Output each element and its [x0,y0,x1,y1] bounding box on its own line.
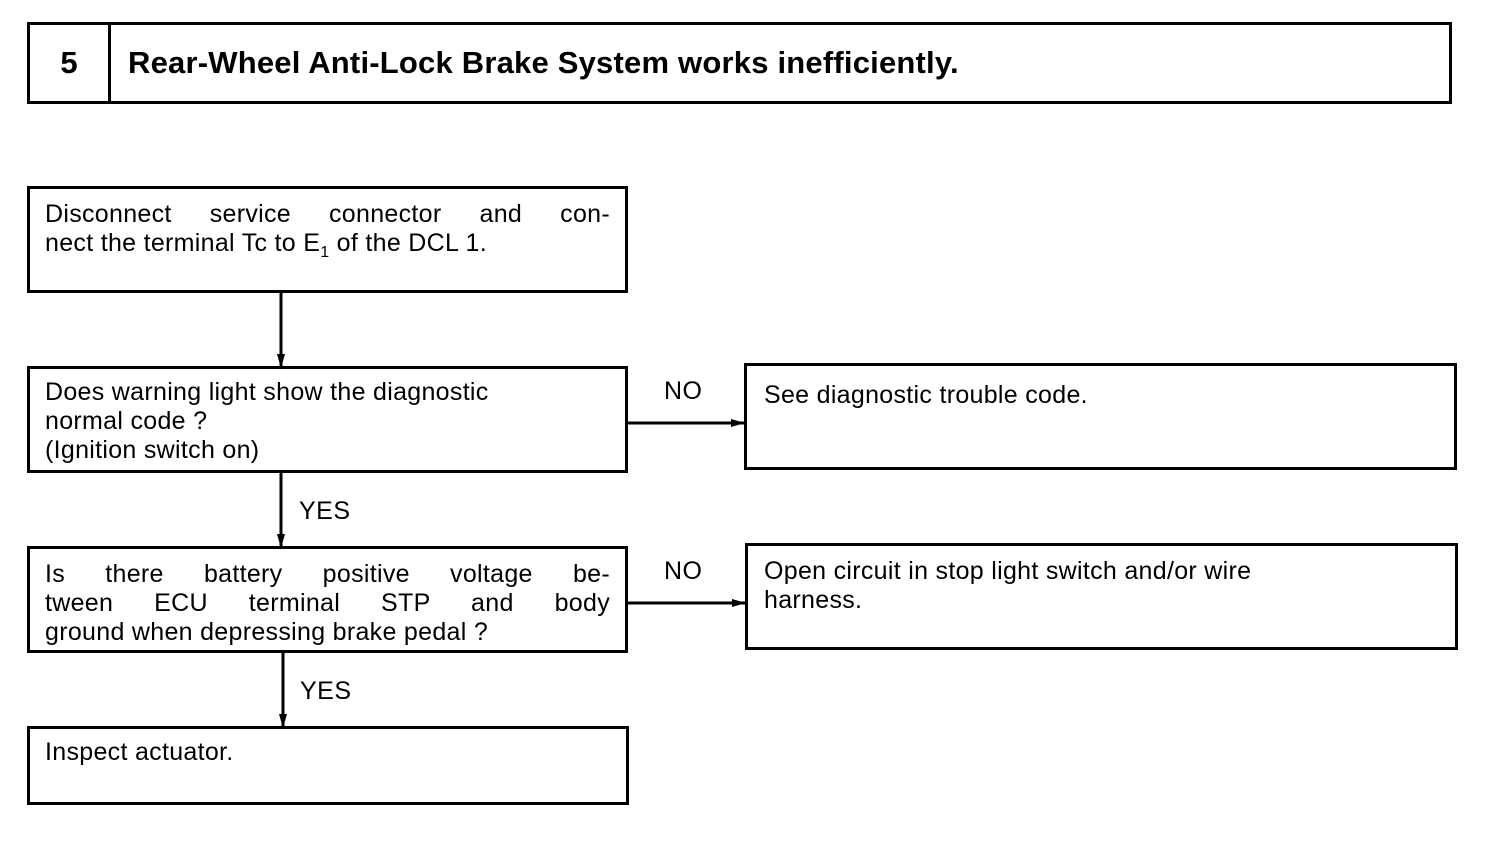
result-see-trouble-code: See diagnostic trouble code. [744,363,1457,470]
step1-line1: Disconnect service connector and con- [45,200,610,228]
label-yes-step3: YES [300,677,352,705]
step4-line1: Inspect actuator. [45,738,234,766]
step2-line1: Does warning light show the diagnostic [45,378,489,406]
step-disconnect-connector: Disconnect service connector and con- ne… [27,186,628,293]
step3-line3: ground when depressing brake pedal ? [45,618,489,646]
result2-line2: harness. [764,586,863,614]
step3-line1: Is there battery positive voltage be- [45,560,610,588]
header-number: 5 [30,25,111,101]
label-no-step3: NO [664,557,703,585]
result1-line1: See diagnostic trouble code. [764,381,1088,409]
step2-line2: normal code ? [45,407,208,435]
step3-line2: tween ECU terminal STP and body [45,589,610,617]
label-no-step2: NO [664,377,703,405]
flowchart-header: 5 Rear-Wheel Anti-Lock Brake System work… [27,22,1452,104]
step-warning-light-question: Does warning light show the diagnostic n… [27,366,628,473]
step2-line3: (Ignition switch on) [45,436,260,464]
step1-line2: nect the terminal Tc to E1 of the DCL 1. [45,229,487,261]
step-inspect-actuator: Inspect actuator. [27,726,629,805]
step-battery-voltage-question: Is there battery positive voltage be- tw… [27,546,628,653]
header-title: Rear-Wheel Anti-Lock Brake System works … [128,45,959,80]
label-yes-step2: YES [299,497,351,525]
result-open-circuit: Open circuit in stop light switch and/or… [745,543,1458,650]
result2-line1: Open circuit in stop light switch and/or… [764,557,1252,585]
